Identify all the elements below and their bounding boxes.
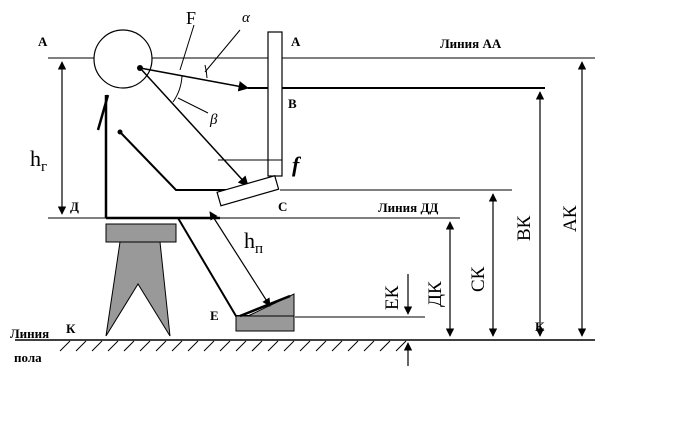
seat-top — [105, 223, 177, 243]
label-f: f — [292, 152, 302, 177]
angle-alpha-arc — [204, 64, 208, 79]
label-vk: ВК — [514, 215, 535, 241]
label-line-aa: Линия АА — [440, 36, 502, 51]
label-hg-sub: г — [41, 159, 47, 175]
floor-hatch-stroke — [395, 340, 407, 352]
operator-arm — [119, 131, 268, 191]
floor-hatch-stroke — [331, 340, 343, 352]
floor-hatch-stroke — [299, 340, 311, 352]
dim-hp — [209, 211, 271, 307]
floor-hatch-stroke — [91, 340, 103, 352]
label-sk: СК — [468, 266, 489, 292]
floor-hatch-stroke — [267, 340, 279, 352]
operator-shoulder — [117, 129, 123, 135]
floor-hatch-stroke — [171, 340, 183, 352]
floor-hatch-stroke — [283, 340, 295, 352]
label-a-left: А — [38, 34, 48, 49]
label-k-right: К — [535, 319, 545, 334]
floor-hatch-stroke — [347, 340, 359, 352]
label-dk: ДК — [425, 281, 446, 307]
angle-beta-arc — [172, 75, 183, 103]
control-panel — [216, 174, 280, 207]
label-floor-line-2: пола — [14, 350, 42, 365]
label-line-dd: Линия ДД — [378, 200, 438, 215]
floor-hatch-stroke — [123, 340, 135, 352]
label-hg: hг — [30, 146, 47, 175]
label-k-left: К — [66, 321, 76, 336]
sight-line-upper — [139, 67, 250, 92]
label-d: Д — [70, 199, 79, 214]
floor-hatch-stroke — [363, 340, 375, 352]
label-floor-line-1: Линия — [10, 326, 49, 341]
floor-hatch-stroke — [187, 340, 199, 352]
label-F: F — [186, 8, 196, 28]
label-hp-sub: п — [255, 241, 263, 257]
label-hg-main: h — [30, 146, 41, 171]
seat-base — [105, 241, 171, 337]
floor-hatching — [59, 340, 407, 352]
display-panel — [267, 31, 283, 177]
leader-F — [179, 24, 195, 71]
label-a-right: А — [291, 34, 301, 49]
floor-hatch-stroke — [219, 340, 231, 352]
floor-hatch-stroke — [203, 340, 215, 352]
floor-hatch-stroke — [59, 340, 71, 352]
label-beta: β — [209, 112, 218, 128]
floor-hatch-stroke — [315, 340, 327, 352]
floor-hatch-stroke — [251, 340, 263, 352]
label-c: С — [278, 199, 287, 214]
leader-beta — [177, 97, 209, 114]
label-ek: ЕК — [382, 285, 403, 310]
label-ak: АК — [560, 205, 581, 232]
floor-hatch-stroke — [75, 340, 87, 352]
label-alpha: α — [242, 10, 251, 26]
label-hp-main: h — [244, 228, 255, 253]
floor-hatch-stroke — [139, 340, 151, 352]
leader-alpha — [204, 29, 241, 73]
label-b: В — [288, 96, 297, 111]
operator-head — [93, 29, 153, 89]
label-hp: hп — [244, 228, 263, 257]
sight-line-lower — [139, 67, 249, 187]
floor-hatch-stroke — [107, 340, 119, 352]
pedal-base — [235, 315, 295, 332]
floor-hatch-stroke — [379, 340, 391, 352]
label-e: Е — [210, 308, 219, 323]
floor-hatch-stroke — [155, 340, 167, 352]
floor-hatch-stroke — [235, 340, 247, 352]
